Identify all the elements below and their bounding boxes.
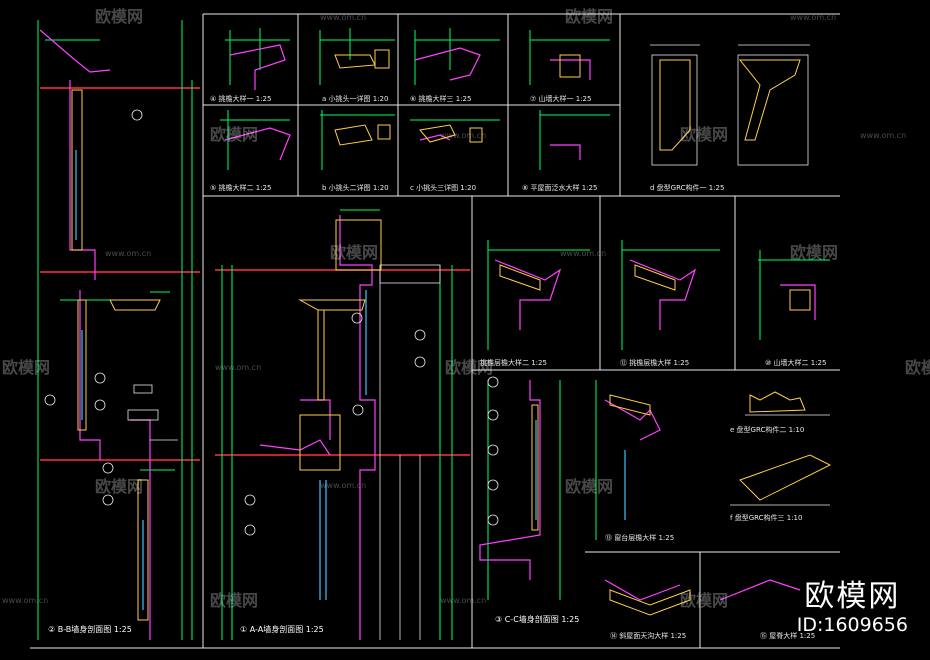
detail-row-middle: 挑檐层檐大样二 1:25 ⑫ 挑檐层檐大样 1:25 ⑩ 山墙大样二 1:25 … (480, 240, 832, 522)
detail-label-14: ⑭ 斜屋面天沟大样 1:25 (610, 631, 686, 640)
detail-label-4: ④ 挑檐大样一 1:25 (210, 94, 271, 103)
watermark-url: www.om.cn (320, 13, 366, 22)
detail-label-7: ⑦ 山墙大样一 1:25 (530, 94, 591, 103)
sheet-frame (30, 13, 840, 649)
watermark-url: www.om.cn (440, 596, 486, 605)
section-label-b-b: ② B-B墙身剖面图 1:25 (48, 624, 132, 634)
detail-label-10: ⑩ 山墙大样二 1:25 (765, 358, 826, 367)
watermark-url: www.om.cn (560, 249, 606, 258)
detail-label-a: a 小挑头一详图 1:20 (322, 94, 388, 103)
watermark-url: www.om.cn (320, 481, 366, 490)
watermark: 欧模网 (95, 7, 143, 26)
detail-label-b: b 小挑头二详图 1:20 (322, 183, 389, 192)
watermark: 欧模网 (95, 477, 143, 496)
detail-label-6: ⑥ 挑檐大样三 1:25 (410, 94, 471, 103)
watermark: 欧模网 (210, 125, 258, 144)
detail-label-11: 挑檐层檐大样二 1:25 (480, 358, 547, 367)
watermark: 欧模网 (565, 7, 613, 26)
detail-label-8: ⑧ 平屋面泛水大样 1:25 (522, 183, 597, 192)
watermark: 欧模网 (2, 358, 50, 377)
watermark: 欧模网 (680, 125, 728, 144)
watermark-layer: 欧模网 www.om.cn 欧模网 www.om.cn 欧模网 www.om.c… (2, 7, 930, 610)
brand-watermark: 欧模网 ID:1609656 (796, 579, 908, 637)
watermark: 欧模网 (790, 243, 838, 262)
detail-label-12: ⑫ 挑檐层檐大样 1:25 (620, 358, 689, 367)
brand-name: 欧模网 (804, 579, 901, 614)
detail-label-f: f 盘型GRC构件三 1:10 (730, 513, 802, 522)
section-label-a-a: ① A-A墙身剖面图 1:25 (240, 624, 324, 634)
watermark: 欧模网 (680, 591, 728, 610)
watermark-url: www.om.cn (2, 596, 48, 605)
watermark-url: www.om.cn (860, 131, 906, 140)
detail-label-5: ⑤ 挑檐大样二 1:25 (210, 183, 271, 192)
detail-label-d: d 盘型GRC构件一 1:25 (650, 183, 724, 192)
section-a-a-drawing: ① A-A墙身剖面图 1:25 (215, 209, 470, 640)
section-label-c-c: ③ C-C墙身剖面图 1:25 (495, 614, 579, 624)
watermark-url: www.om.cn (215, 363, 261, 372)
watermark: 欧模网 (330, 243, 378, 262)
watermark-url: www.om.cn (440, 131, 486, 140)
watermark-url: www.om.cn (790, 13, 836, 22)
detail-label-e: e 盘型GRC构件二 1:10 (730, 425, 804, 434)
detail-label-15: ⑮ 屋脊大样 1:25 (760, 631, 815, 640)
section-c-c-drawing: ③ C-C墙身剖面图 1:25 ⑬ 窗台层檐大样 1:25 ⑭ 斜屋面天沟大样 … (479, 376, 815, 640)
detail-row-top: ④ 挑檐大样一 1:25 a 小挑头一详图 1:20 ⑥ 挑檐大样三 1:25 … (210, 28, 810, 192)
watermark: 欧模网 (210, 591, 258, 610)
watermark: 欧模网 (445, 358, 493, 377)
watermark: 欧模网 (905, 358, 930, 377)
brand-id: ID:1609656 (796, 614, 908, 636)
watermark: 欧模网 (565, 477, 613, 496)
section-b-b-drawing: ② B-B墙身剖面图 1:25 (37, 20, 200, 640)
detail-label-13: ⑬ 窗台层檐大样 1:25 (605, 533, 674, 542)
watermark-url: www.om.cn (105, 249, 151, 258)
detail-label-c: c 小挑头三详图 1:20 (410, 183, 476, 192)
